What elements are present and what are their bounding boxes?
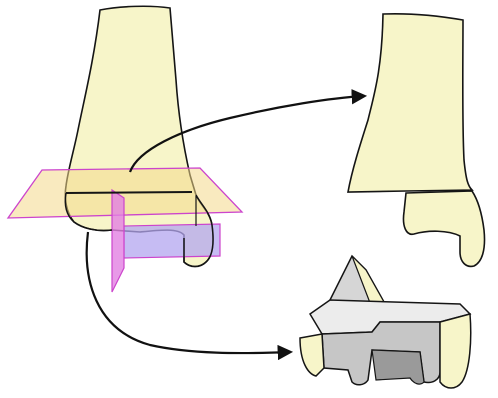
fragment-right-bone-face [440, 314, 471, 388]
intact-bone-group [8, 6, 242, 292]
coronal-cutting-plane [124, 224, 220, 258]
fragment-group [300, 256, 471, 388]
fragment-notch-shadow [372, 350, 424, 384]
resected-bone-distal [403, 191, 484, 266]
bone-cut-line [66, 192, 192, 193]
resected-bone-group [348, 14, 485, 267]
sagittal-cutting-plane [112, 190, 124, 292]
resected-bone-shaft [348, 14, 472, 192]
fragment-left-bone-face [300, 334, 324, 376]
